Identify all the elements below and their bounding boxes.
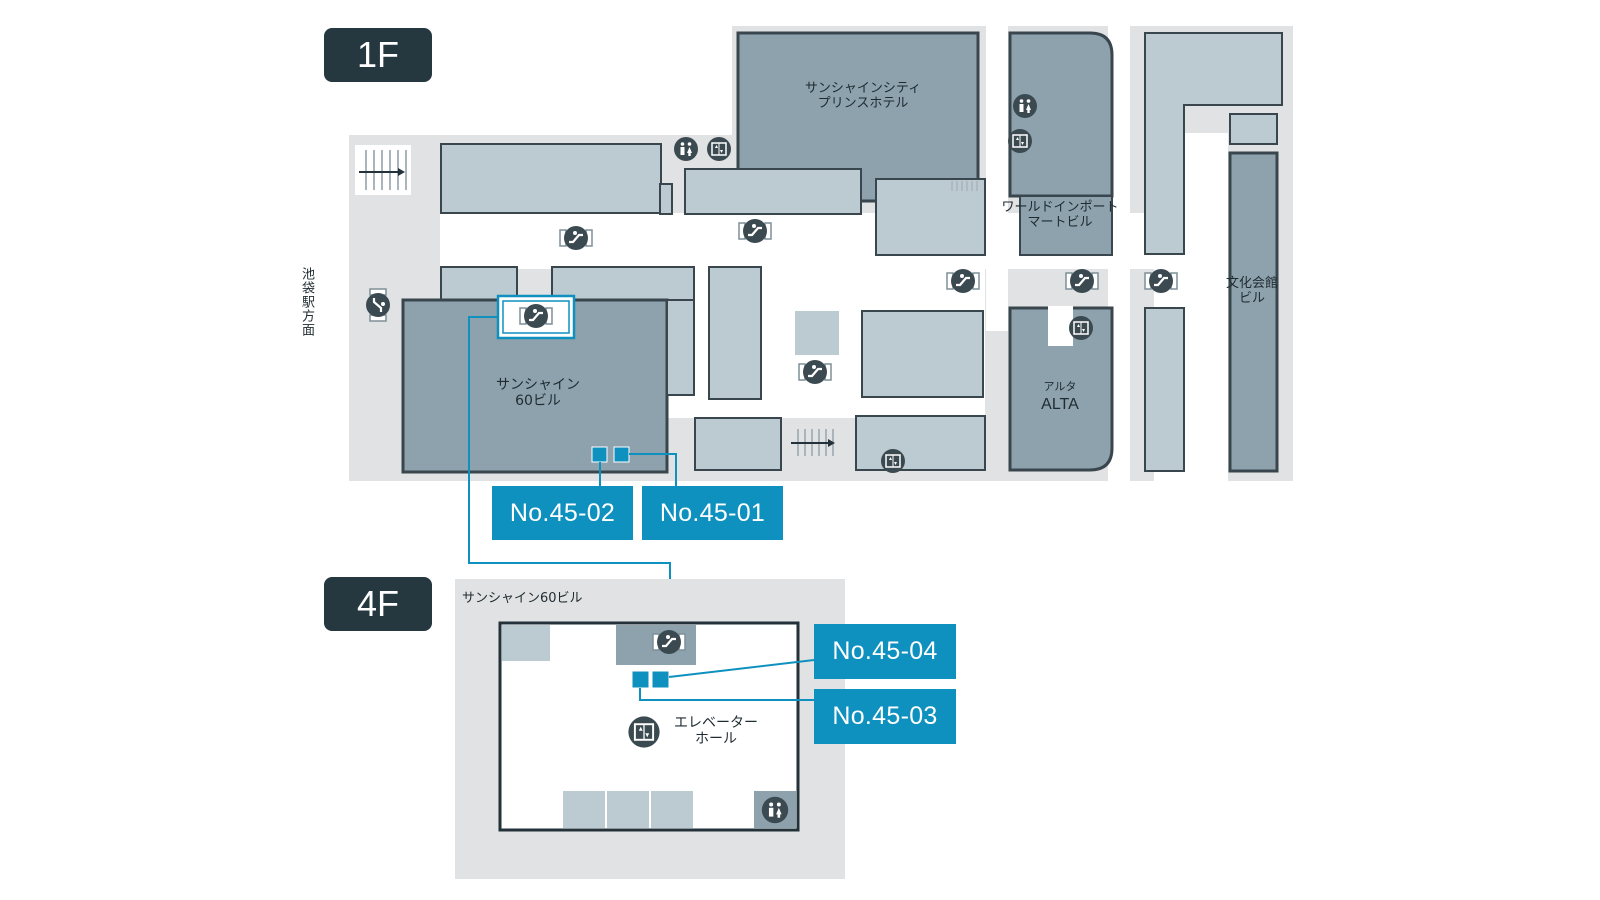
building-block bbox=[795, 311, 839, 355]
stairs-icon bbox=[791, 429, 835, 456]
sunshine60-4f-label: サンシャイン60ビル bbox=[462, 591, 583, 606]
sunshine60-label: サンシャイン 60ビル bbox=[496, 377, 580, 410]
building-block bbox=[440, 143, 662, 214]
elevator-icon bbox=[1007, 128, 1033, 154]
escalator-icon bbox=[1064, 267, 1100, 295]
first-floor-plan bbox=[349, 26, 1293, 603]
building-block bbox=[875, 178, 986, 256]
stairs-icon bbox=[355, 145, 411, 195]
building-block bbox=[1144, 32, 1283, 255]
room-block bbox=[502, 625, 550, 661]
building-block bbox=[1229, 113, 1278, 145]
locker-callout-4503[interactable]: No.45-03 bbox=[814, 689, 956, 744]
building-block bbox=[855, 415, 986, 471]
leader-line bbox=[668, 659, 815, 678]
locker-callout-4502[interactable]: No.45-02 bbox=[492, 486, 633, 540]
escalator-icon bbox=[364, 287, 392, 323]
building-block bbox=[551, 266, 695, 304]
elevator-icon bbox=[627, 715, 661, 749]
building-block bbox=[1019, 195, 1113, 256]
escalator-icon bbox=[737, 217, 773, 245]
escalator-icon bbox=[797, 358, 833, 386]
fourth-floor-plan bbox=[455, 579, 845, 879]
alta-building bbox=[1008, 306, 1114, 472]
restroom-icon bbox=[761, 796, 789, 824]
walkway bbox=[986, 26, 1008, 331]
building-block bbox=[666, 299, 695, 396]
escalator-icon bbox=[945, 267, 981, 295]
leader-line bbox=[629, 453, 677, 486]
bunka-kaikan-label: 文化会館 ビル bbox=[1225, 276, 1278, 306]
room-block bbox=[607, 791, 649, 828]
restroom-icon bbox=[674, 137, 698, 161]
locker-marker-4504 bbox=[651, 670, 670, 689]
bunka-kaikan-building bbox=[1228, 151, 1279, 473]
restroom-icon bbox=[1013, 94, 1037, 118]
elevator-icon bbox=[1068, 315, 1094, 341]
world-import-mart-building bbox=[1008, 31, 1114, 198]
escalator-icon bbox=[1143, 267, 1179, 295]
elevator-icon bbox=[706, 136, 732, 162]
building-notch bbox=[1048, 306, 1073, 346]
escalator-icon bbox=[518, 302, 554, 330]
floor-connector-line bbox=[468, 316, 671, 590]
floor-badge-4f-label: 4F bbox=[356, 583, 399, 624]
world-import-mart-label: ワールドインポート マートビル bbox=[1001, 200, 1119, 230]
elevator-icon bbox=[880, 448, 906, 474]
locker-marker-4502 bbox=[591, 446, 608, 463]
building-block bbox=[694, 417, 782, 471]
stairs-icon bbox=[951, 181, 978, 191]
locker-marker-4503 bbox=[631, 670, 650, 689]
escalator-icon bbox=[558, 224, 594, 252]
building-block bbox=[1144, 307, 1185, 472]
room-block bbox=[563, 791, 605, 828]
floor-badge-1f: 1F bbox=[324, 28, 432, 82]
floor-badge-1f-label: 1F bbox=[356, 34, 399, 75]
building-block bbox=[861, 310, 984, 398]
elevator-hall-label: エレベーター ホール bbox=[674, 715, 758, 748]
building-block bbox=[708, 266, 762, 400]
leader-line bbox=[639, 688, 814, 701]
prince-hotel-label: サンシャインシティ プリンスホテル bbox=[804, 81, 922, 111]
locker-callout-4501[interactable]: No.45-01 bbox=[642, 486, 783, 540]
building-block bbox=[659, 183, 673, 215]
room-block bbox=[651, 791, 693, 828]
alta-kana-label: アルタ bbox=[1043, 380, 1077, 393]
escalator-icon bbox=[651, 628, 687, 656]
locker-callout-4504[interactable]: No.45-04 bbox=[814, 624, 956, 679]
floor-badge-4f: 4F bbox=[324, 577, 432, 631]
ikebukuro-direction-label: 池袋駅方面 bbox=[299, 267, 314, 337]
building-block bbox=[684, 168, 862, 215]
locker-marker-4501 bbox=[613, 446, 630, 463]
alta-label: ALTA bbox=[1041, 396, 1079, 413]
